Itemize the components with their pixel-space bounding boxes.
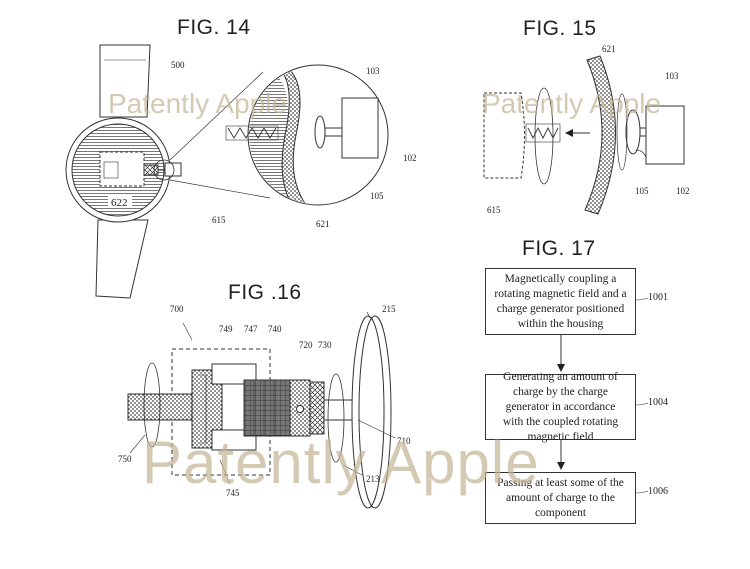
fig14-label-500: 500 [171, 60, 185, 70]
fig14-watch-drawing [65, 44, 389, 299]
flow-ref-1006: 1006 [648, 486, 668, 497]
fig15-title: FIG. 15 [523, 17, 597, 40]
flow-ref-1001: 1001 [648, 292, 668, 303]
fig14-label-103: 103 [366, 66, 380, 76]
flow-step-1004: Generating an amount of charge by the ch… [485, 371, 636, 443]
fig17-title: FIG. 17 [522, 237, 596, 260]
fig16-label-740: 740 [268, 324, 282, 334]
fig14-label-102: 102 [403, 153, 417, 163]
fig16-label-745: 745 [226, 488, 240, 498]
fig16-label-747: 747 [244, 324, 258, 334]
flow-step-1001: Magnetically coupling a rotating magneti… [485, 268, 636, 335]
flow-step-1006: Passing at least some of the amount of c… [485, 472, 636, 524]
fig16-label-749: 749 [219, 324, 233, 334]
fig15-label-102: 102 [676, 186, 690, 196]
fig15-label-103: 103 [665, 71, 679, 81]
fig15-label-105: 105 [635, 186, 649, 196]
fig16-label-750: 750 [118, 454, 132, 464]
fig14-label-105: 105 [370, 191, 384, 201]
fig16-label-215: 215 [382, 304, 396, 314]
fig15-label-621: 621 [602, 44, 616, 54]
fig16-label-720: 720 [299, 340, 313, 350]
fig14-label-621: 621 [316, 219, 330, 229]
fig16-label-700: 700 [170, 304, 184, 314]
fig14-title: FIG. 14 [177, 16, 251, 39]
fig14-label-622: 622 [111, 197, 128, 209]
flow-ref-1004: 1004 [648, 397, 668, 408]
fig16-label-710: 710 [397, 436, 411, 446]
fig16-title: FIG .16 [228, 281, 302, 304]
fig15-exploded-drawing [483, 55, 685, 215]
fig16-label-730: 730 [318, 340, 332, 350]
fig16-assembly-drawing [127, 311, 396, 509]
fig17-flow-arrows [557, 297, 649, 494]
fig14-label-615: 615 [212, 215, 226, 225]
fig15-label-615: 615 [487, 205, 501, 215]
fig16-label-213: 213 [366, 474, 380, 484]
